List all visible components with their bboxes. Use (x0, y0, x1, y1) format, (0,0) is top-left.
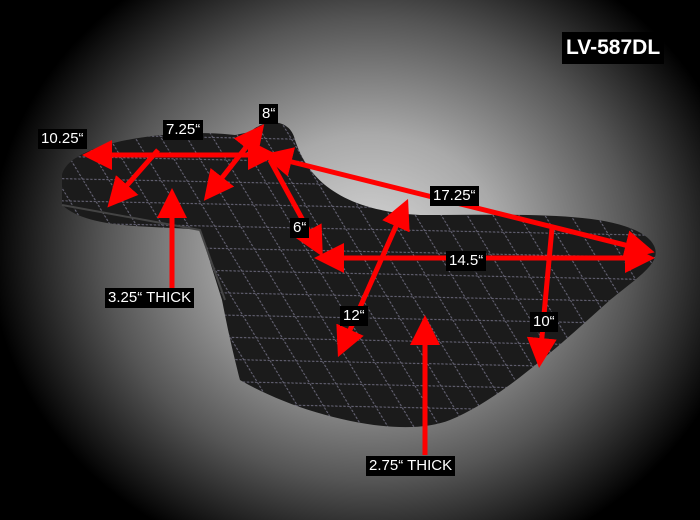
label-front-side: 10“ (530, 312, 558, 332)
arrow-front-side (526, 227, 557, 368)
label-rear-width: 7.25“ (163, 120, 204, 140)
label-front-width: 14.5“ (446, 251, 487, 271)
model-number: LV-587DL (562, 32, 665, 64)
seat (61, 122, 656, 428)
label-backrest-height: 6“ (290, 218, 310, 238)
label-front-thickness: 2.75“ THICK (366, 456, 456, 476)
arrow-rear-width (107, 148, 160, 208)
arrow-backrest-height (267, 158, 323, 257)
label-backrest-width: 8“ (259, 104, 279, 124)
label-overall-length: 17.25“ (430, 186, 479, 206)
arrow-backrest-width (203, 124, 265, 201)
label-front-diag: 12“ (340, 306, 368, 326)
label-rear-length: 10.25“ (38, 129, 87, 149)
label-rear-thickness: 3.25“ THICK (105, 288, 195, 308)
